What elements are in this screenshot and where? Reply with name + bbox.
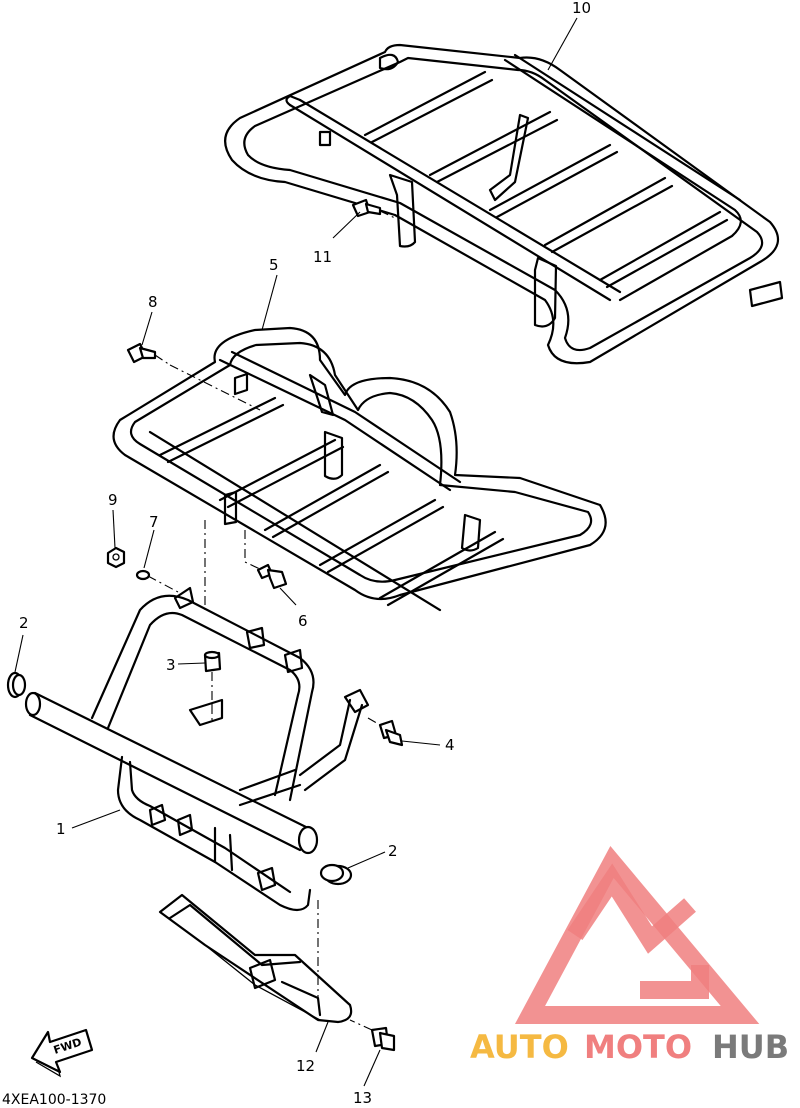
- nut-part-9: [106, 546, 126, 569]
- washer-part-7: [135, 569, 151, 581]
- end-cap-part-2-left: [6, 671, 27, 699]
- callout-5: 5: [269, 256, 279, 274]
- callout-2-right: 2: [388, 842, 398, 860]
- bushing-part-3: [203, 650, 222, 705]
- bolt-part-8: [126, 342, 171, 366]
- center-line-8: [169, 364, 261, 411]
- rear-carrier-part-10: [224, 43, 784, 365]
- callout-8: 8: [148, 293, 158, 311]
- center-line-7-9: [147, 575, 179, 593]
- bolt-part-13: [349, 1019, 396, 1052]
- leader-lines: [14, 17, 578, 1087]
- watermark-logo: [514, 846, 760, 1024]
- fwd-arrow-icon: FWD: [30, 1028, 94, 1078]
- end-cap-part-2-right: [319, 863, 353, 886]
- skid-plate-part-12: [158, 893, 353, 1024]
- callout-4: 4: [445, 736, 455, 754]
- callout-9: 9: [108, 491, 118, 509]
- callout-12: 12: [296, 1057, 315, 1075]
- front-guard-part-1: [24, 586, 370, 912]
- callout-13: 13: [353, 1089, 372, 1107]
- watermark-word-moto: MOTO: [584, 1028, 692, 1066]
- diagram-code: 4XEA100-1370: [2, 1092, 106, 1108]
- bolt-part-6: [244, 530, 288, 590]
- callout-3: 3: [166, 656, 176, 674]
- watermark-word-auto: AUTO: [470, 1028, 569, 1066]
- watermark-word-hub: HUB: [712, 1028, 789, 1066]
- callout-1: 1: [56, 820, 66, 838]
- callout-6: 6: [298, 612, 308, 630]
- callout-10: 10: [572, 0, 591, 17]
- callout-7: 7: [149, 513, 159, 531]
- bolt-part-4: [367, 717, 404, 747]
- front-carrier-part-5: [112, 326, 607, 612]
- callout-11: 11: [313, 248, 332, 266]
- bolt-part-11: [351, 198, 396, 219]
- callout-2-left: 2: [19, 614, 29, 632]
